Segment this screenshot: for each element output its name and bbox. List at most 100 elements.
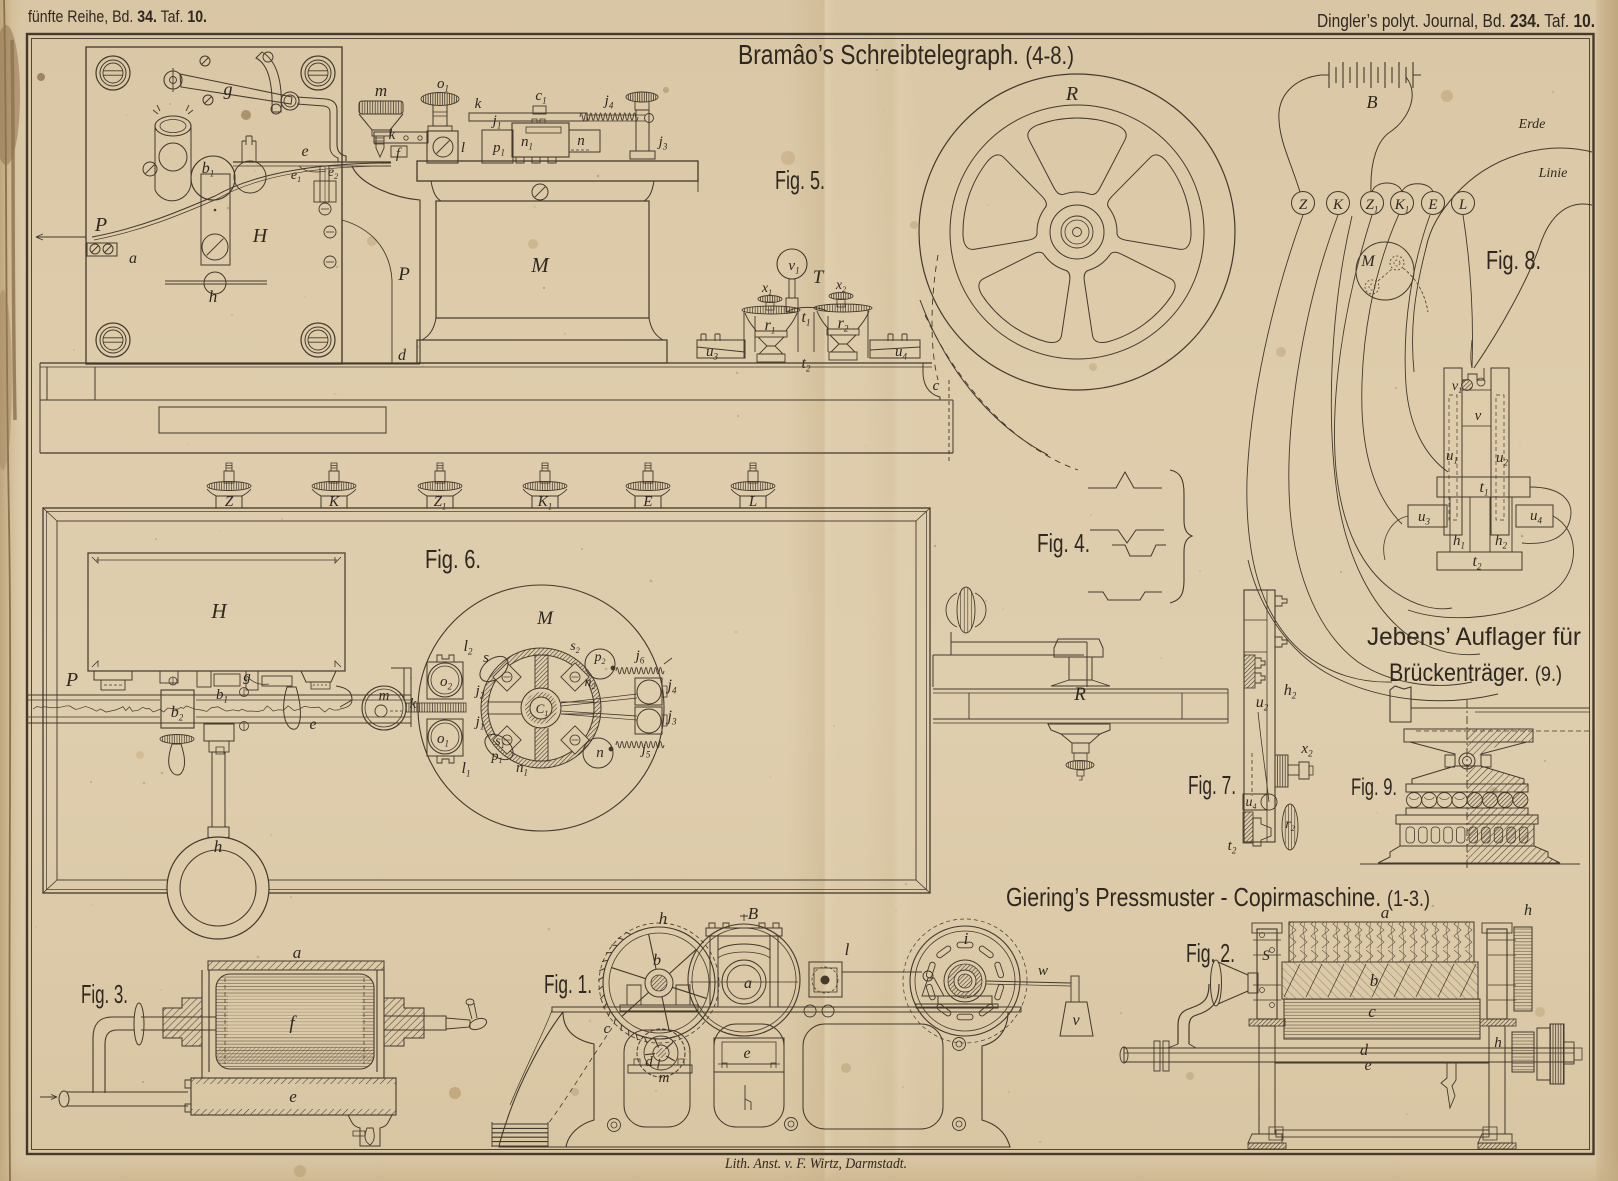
svg-text:B: B: [1367, 92, 1378, 112]
svg-text:m: m: [379, 688, 390, 704]
svg-text:Fig. 2.: Fig. 2.: [1186, 938, 1235, 968]
svg-text:c: c: [933, 378, 940, 394]
svg-text:t2: t2: [1228, 838, 1237, 855]
svg-text:s2: s2: [570, 639, 579, 655]
svg-text:P: P: [94, 214, 107, 236]
svg-text:l2: l2: [464, 638, 473, 657]
svg-text:Fig. 8.: Fig. 8.: [1486, 245, 1541, 275]
svg-text:H: H: [210, 599, 228, 623]
svg-text:K: K: [1332, 197, 1344, 213]
svg-text:M: M: [1360, 253, 1376, 270]
svg-text:l: l: [461, 140, 465, 156]
svg-text:i: i: [964, 929, 969, 948]
svg-text:t1: t1: [802, 309, 811, 328]
svg-text:K: K: [328, 494, 340, 510]
svg-text:Jebens’ Auflager für: Jebens’ Auflager für: [1367, 623, 1581, 651]
svg-text:v: v: [1475, 408, 1482, 424]
svg-text:P: P: [397, 264, 410, 285]
svg-text:Lith. Anst. v. F. Wirtz, Darms: Lith. Anst. v. F. Wirtz, Darmstadt.: [724, 1156, 907, 1172]
svg-text:j5: j5: [640, 742, 651, 759]
svg-text:Fig. 6.: Fig. 6.: [425, 544, 481, 574]
svg-text:r2: r2: [838, 315, 849, 334]
svg-text:t1: t1: [1480, 479, 1489, 498]
svg-text:Brückenträger. (9.): Brückenträger. (9.): [1389, 659, 1562, 687]
svg-text:k: k: [475, 96, 482, 112]
svg-text:e: e: [743, 1045, 750, 1062]
svg-text:R: R: [1073, 684, 1086, 705]
svg-text:h: h: [1524, 902, 1532, 919]
svg-text:n: n: [596, 745, 604, 761]
svg-text:S: S: [1262, 948, 1270, 964]
svg-text:x2: x2: [835, 278, 846, 294]
svg-text:m: m: [659, 1070, 670, 1086]
svg-text:d: d: [398, 347, 407, 364]
svg-text:L: L: [1458, 197, 1467, 213]
svg-text:a: a: [744, 975, 752, 992]
svg-text:j4: j4: [603, 93, 614, 110]
svg-text:j1: j1: [474, 714, 485, 731]
svg-text:a: a: [1381, 903, 1390, 922]
svg-text:M: M: [536, 608, 554, 629]
svg-text:Fig. 4.: Fig. 4.: [1037, 528, 1090, 558]
svg-text:d: d: [645, 1054, 653, 1070]
svg-text:Fig. 7.: Fig. 7.: [1188, 770, 1236, 800]
svg-text:t2: t2: [1473, 553, 1482, 572]
svg-text:j4: j4: [666, 677, 677, 696]
svg-text:Linie: Linie: [1538, 166, 1568, 181]
svg-text:j1: j1: [491, 113, 502, 130]
svg-text:fünfte Reihe, Bd. 34. Taf. 10.: fünfte Reihe, Bd. 34. Taf. 10.: [28, 7, 207, 26]
svg-text:f: f: [289, 1013, 297, 1034]
svg-text:e2: e2: [328, 165, 338, 181]
svg-text:c: c: [1368, 1002, 1376, 1021]
svg-text:s: s: [483, 650, 489, 666]
svg-text:Z: Z: [1299, 197, 1308, 213]
svg-text:w: w: [1038, 963, 1048, 979]
svg-text:B: B: [748, 904, 759, 923]
svg-text:E: E: [1427, 197, 1437, 213]
svg-text:d: d: [1360, 1042, 1369, 1059]
svg-text:n: n: [577, 133, 585, 149]
svg-text:v1: v1: [1452, 379, 1462, 395]
svg-text:Z: Z: [225, 494, 234, 510]
svg-text:f: f: [396, 146, 402, 162]
svg-text:c1: c1: [535, 88, 546, 105]
svg-text:k: k: [389, 127, 396, 143]
svg-text:a: a: [293, 943, 302, 962]
svg-text:g: g: [224, 79, 233, 99]
svg-text:s1: s1: [495, 734, 504, 750]
svg-text:Bramâo’s Schreibtelegraph. (4: Bramâo’s Schreibtelegraph. (4-8.): [738, 39, 1074, 70]
svg-text:e: e: [309, 716, 316, 733]
svg-text:h: h: [209, 287, 218, 306]
svg-text:L: L: [748, 494, 757, 510]
svg-text:l1: l1: [462, 760, 471, 779]
svg-text:T: T: [813, 267, 825, 288]
svg-text:Erde: Erde: [1518, 117, 1546, 132]
svg-text:P: P: [65, 669, 78, 691]
svg-text:M: M: [530, 253, 550, 277]
svg-text:h: h: [659, 909, 668, 928]
svg-text:Dingler’s polyt. Journal, Bd.: Dingler’s polyt. Journal, Bd. 234. Taf. …: [1317, 11, 1595, 31]
svg-text:h: h: [1494, 1035, 1502, 1051]
svg-text:Giering’s Pressmuster - Copir: Giering’s Pressmuster - Copirmaschine. (…: [1006, 882, 1430, 912]
svg-text:R: R: [1065, 83, 1078, 105]
svg-text:v1: v1: [788, 258, 799, 275]
svg-text:n2: n2: [585, 675, 596, 691]
svg-text:j3: j3: [666, 708, 677, 727]
svg-text:Fig. 9.: Fig. 9.: [1351, 774, 1397, 801]
svg-text:h: h: [214, 837, 223, 856]
svg-text:e: e: [1364, 1057, 1371, 1074]
svg-text:v: v: [1072, 1012, 1080, 1029]
svg-text:b: b: [653, 952, 661, 969]
svg-text:t2: t2: [802, 355, 811, 374]
svg-text:l: l: [845, 940, 850, 959]
svg-text:c: c: [604, 1021, 611, 1037]
svg-text:r2: r2: [1285, 817, 1294, 833]
svg-text:j6: j6: [634, 648, 645, 665]
svg-text:g: g: [243, 669, 251, 685]
svg-text:e: e: [289, 1087, 297, 1106]
svg-text:Fig. 3.: Fig. 3.: [81, 979, 128, 1009]
svg-text:e: e: [301, 143, 308, 160]
svg-text:b: b: [1370, 971, 1379, 990]
svg-text:E: E: [642, 494, 652, 510]
svg-text:Fig. 5.: Fig. 5.: [775, 165, 825, 195]
